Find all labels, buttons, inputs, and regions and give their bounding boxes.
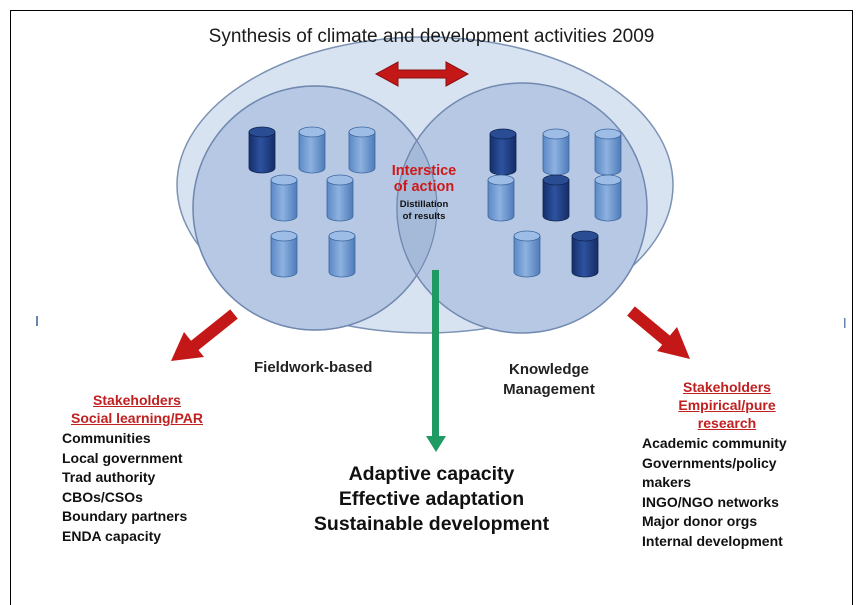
list-item: INGO/NGO networks <box>642 493 779 510</box>
dark-cylinder-icon <box>542 174 570 222</box>
list-item: CBOs/CSOs <box>62 488 143 505</box>
cylinder-icon <box>326 174 354 222</box>
edge-mark-right <box>844 318 846 328</box>
list-item: Internal development <box>642 532 783 549</box>
outcome-item: Adaptive capacity <box>348 463 515 485</box>
cylinder-icon <box>513 230 541 278</box>
outcome-item: Effective adaptation <box>338 488 525 510</box>
right-approach-heading: Empirical/pure <box>678 397 776 413</box>
list-item: Academic community <box>642 435 787 451</box>
left-stakeholder-list: Communities Local government Trad author… <box>62 429 187 546</box>
dark-cylinder-icon <box>248 126 276 174</box>
left-red-arrow-icon <box>171 309 238 361</box>
list-item: makers <box>642 474 692 490</box>
right-stakeholder-list: Academic community Governments/policy ma… <box>642 434 787 551</box>
fieldwork-label: Fieldwork-based <box>254 359 373 376</box>
right-approach-heading-cont: research <box>697 415 757 431</box>
right-red-arrow-icon <box>627 306 690 359</box>
list-item: Major donor orgs <box>642 513 758 529</box>
cylinder-icon <box>542 128 570 176</box>
list-item: Local government <box>62 449 183 466</box>
outcome-item: Sustainable development <box>313 513 550 535</box>
green-down-arrow-icon <box>426 270 446 452</box>
dark-cylinder-icon <box>571 230 599 278</box>
list-item: ENDA capacity <box>62 527 162 544</box>
diagram-frame <box>10 10 853 605</box>
interstice-heading-text: Interstice of action <box>391 163 457 195</box>
list-item: Governments/policy <box>642 454 777 471</box>
edge-mark-left <box>36 316 38 326</box>
list-item: Communities <box>62 430 151 446</box>
cylinder-icon <box>487 174 515 222</box>
cylinder-icon <box>270 174 298 222</box>
diagram-title: Synthesis of climate and development act… <box>208 26 655 47</box>
left-stakeholders-heading: Stakeholders <box>93 392 181 408</box>
cylinder-icon <box>298 126 326 174</box>
distillation-text: Distillation of results <box>399 199 449 222</box>
cylinder-icon <box>594 174 622 222</box>
cylinder-icon <box>270 230 298 278</box>
dark-cylinder-icon <box>489 128 517 176</box>
double-arrow-icon <box>374 61 470 87</box>
cylinder-icon <box>328 230 356 278</box>
cylinder-icon <box>348 126 376 174</box>
cylinder-icon <box>594 128 622 176</box>
right-stakeholders-heading: Stakeholders <box>683 379 771 395</box>
list-item: Boundary partners <box>62 508 188 524</box>
list-item: Trad authority <box>62 469 156 485</box>
interstice-area <box>396 86 437 330</box>
left-approach-heading: Social learning/PAR <box>71 410 203 426</box>
knowledge-label: Knowledge Management <box>503 361 595 398</box>
outcomes-block: Adaptive capacity Effective adaptation S… <box>0 462 863 537</box>
interstice-heading: Interstice of action <box>368 163 480 195</box>
